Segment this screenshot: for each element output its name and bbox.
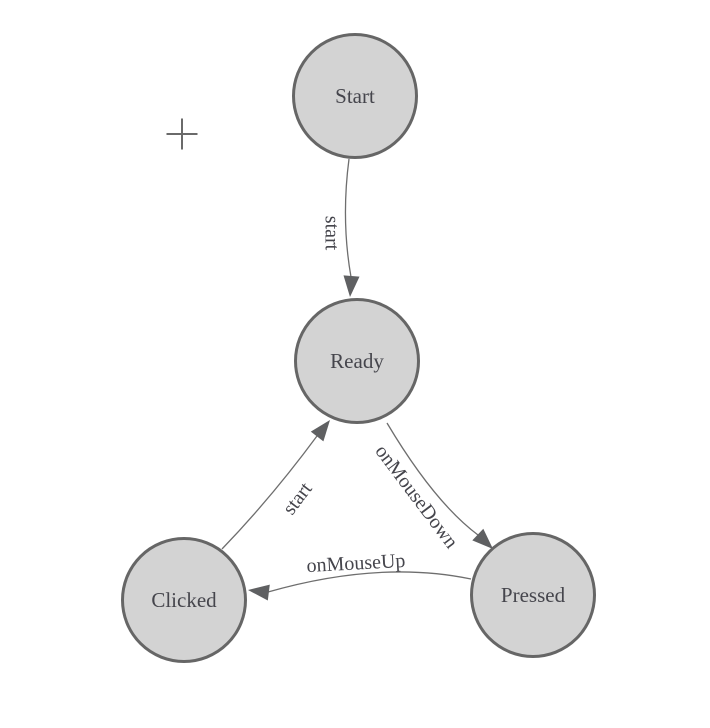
state-node-pressed[interactable]: Pressed [470, 532, 596, 658]
state-node-start-label: Start [335, 83, 375, 108]
arrowhead-clicked-to-ready [310, 420, 330, 442]
state-node-start[interactable]: Start [292, 33, 418, 159]
edge-ready-to-pressed[interactable] [386, 422, 479, 536]
edge-label-start-to-ready: start [320, 215, 343, 251]
plus-icon [166, 118, 198, 150]
edge-pressed-to-clicked[interactable] [267, 571, 472, 593]
state-node-pressed-label: Pressed [500, 582, 566, 607]
arrowhead-pressed-to-clicked [248, 584, 270, 601]
edge-clicked-to-ready[interactable] [221, 435, 318, 550]
state-node-ready-label: Ready [330, 348, 384, 373]
state-node-clicked-label: Clicked [151, 587, 217, 612]
add-node-button[interactable] [165, 117, 199, 151]
edge-start-to-ready[interactable] [344, 158, 352, 278]
state-node-ready[interactable]: Ready [294, 298, 420, 424]
state-node-clicked[interactable]: Clicked [121, 537, 247, 663]
arrowhead-start-to-ready [343, 275, 360, 297]
arrowhead-ready-to-pressed [472, 528, 493, 549]
